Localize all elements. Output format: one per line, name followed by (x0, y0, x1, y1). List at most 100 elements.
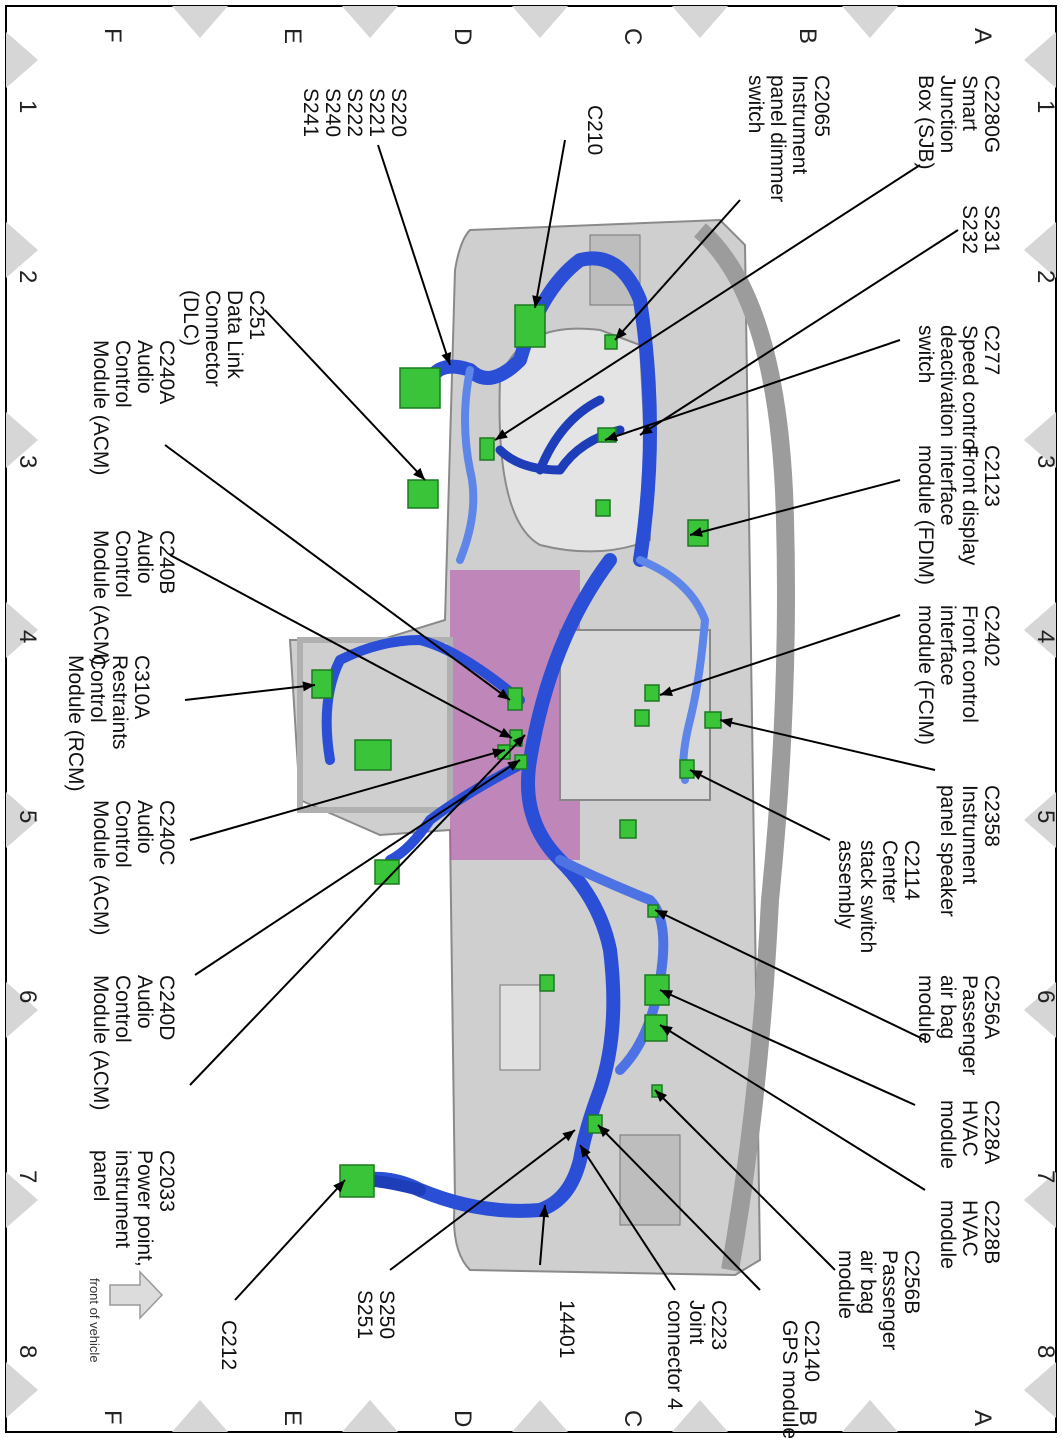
connector-c251 (407, 479, 439, 509)
label-c2402-line: Front control (958, 605, 981, 723)
label-c240b-line: C240B (155, 530, 178, 594)
label-c2065-line: switch (744, 75, 767, 133)
label-s250-line: S250 (375, 1290, 398, 1339)
leader-c2280g-arrowhead (495, 429, 508, 440)
label-c310a-line: Module (RCM) (64, 655, 87, 792)
grid-row-label-bottom: B (794, 1410, 821, 1426)
leader-c212 (234, 1179, 346, 1301)
leader-c310a (184, 684, 316, 701)
front-of-vehicle-indicator: front of vehicle (87, 1270, 164, 1363)
grid-column-label-right: 5 (1032, 810, 1059, 823)
leader-c223 (579, 1144, 676, 1291)
leader-c210-arrowhead (532, 295, 543, 308)
grid-column-label-right: 8 (1032, 1345, 1059, 1358)
frame-triangle-right (1024, 1362, 1056, 1418)
leader-c240b (169, 554, 513, 739)
connector-c212 (339, 1164, 375, 1198)
label-s220-line: S222 (343, 88, 366, 137)
label-c2114-line: assembly (834, 840, 857, 929)
frame-triangle-bottom (512, 1400, 568, 1432)
leader-s220 (377, 144, 451, 366)
label-c228b-line: C228B (980, 1200, 1003, 1264)
label-c240c-line: Audio (133, 800, 156, 854)
front-arrow-icon (109, 1270, 164, 1320)
label-c240c-line: C240C (155, 800, 178, 865)
label-c210: C210 (583, 105, 606, 155)
connector-fcim-2 (634, 709, 650, 727)
frame-triangle-left (6, 602, 38, 658)
leader-c2140-arrowhead (598, 1125, 610, 1138)
label-c2402-line: C2402 (980, 605, 1003, 667)
leader-c240d-arrowhead (507, 760, 520, 771)
frame-triangle-right (1024, 222, 1056, 278)
label-c228a-line: HVAC (958, 1100, 981, 1157)
label-c2123-line: C2123 (980, 445, 1003, 507)
label-c228b-line: module (936, 1200, 959, 1269)
leader-s231 (639, 229, 959, 436)
leader-c240c (189, 749, 506, 841)
frame-triangle-right (1024, 602, 1056, 658)
leader-c2358-arrowhead (720, 717, 733, 728)
label-c240a-line: Audio (133, 340, 156, 394)
label-c256a-line: module (914, 975, 937, 1044)
label-c2033-line: instrument (111, 1150, 134, 1248)
label-c210-line: C210 (583, 105, 606, 155)
label-c2065-line: panel dimmer (766, 75, 789, 202)
frame-triangle-top (342, 6, 398, 38)
grid-column-label-right: 6 (1032, 990, 1059, 1003)
grid-column-label-left: 8 (14, 1345, 41, 1358)
label-s231-line: S232 (958, 205, 981, 254)
frame-triangle-bottom (672, 1400, 728, 1432)
frame-markers (6, 6, 1056, 1432)
label-c2358-line: C2358 (980, 785, 1003, 847)
leader-c240a (164, 444, 511, 701)
grid-row-label-top: C (619, 28, 646, 45)
connector-s220 (399, 367, 441, 409)
leader-c223-arrowhead (580, 1145, 591, 1158)
label-c2140-line: C2140 (800, 1320, 823, 1382)
leader-c2140 (597, 1124, 761, 1291)
label-c256b-line: Passenger (878, 1250, 901, 1350)
connector-c2402 (644, 684, 660, 702)
label-n14401-line: 14401 (555, 1300, 578, 1358)
grid-row-label-bottom: A (969, 1410, 996, 1426)
frame-triangle-top (672, 6, 728, 38)
grid-column-label-left: 5 (14, 810, 41, 823)
leader-c251-arrowhead (413, 467, 425, 480)
leader-c240a-arrowhead (497, 688, 510, 700)
label-c277-line: C277 (980, 325, 1003, 375)
leader-c228b (659, 1024, 926, 1191)
leader-c2280g (494, 164, 921, 441)
leader-c277-arrowhead (605, 431, 618, 441)
connector-console-2 (619, 819, 637, 839)
dash-harness-branch (555, 855, 669, 1075)
label-c251-line: Connector (201, 290, 224, 387)
label-c212: C212 (217, 1320, 240, 1370)
connector-c2140 (587, 1114, 603, 1134)
grid-column-label-right: 2 (1032, 270, 1059, 283)
grid-column-label-right: 7 (1032, 1170, 1059, 1183)
frame-triangle-left (6, 1172, 38, 1228)
console-frame (297, 637, 453, 813)
frame-triangle-top (842, 6, 898, 38)
frame-triangle-top (512, 6, 568, 38)
grid-column-label-right: 3 (1032, 455, 1059, 468)
leader-c2358 (719, 719, 936, 771)
label-c240a-line: Control (111, 340, 134, 408)
label-c228b-line: HVAC (958, 1200, 981, 1257)
label-c256a-line: Passenger (958, 975, 981, 1075)
